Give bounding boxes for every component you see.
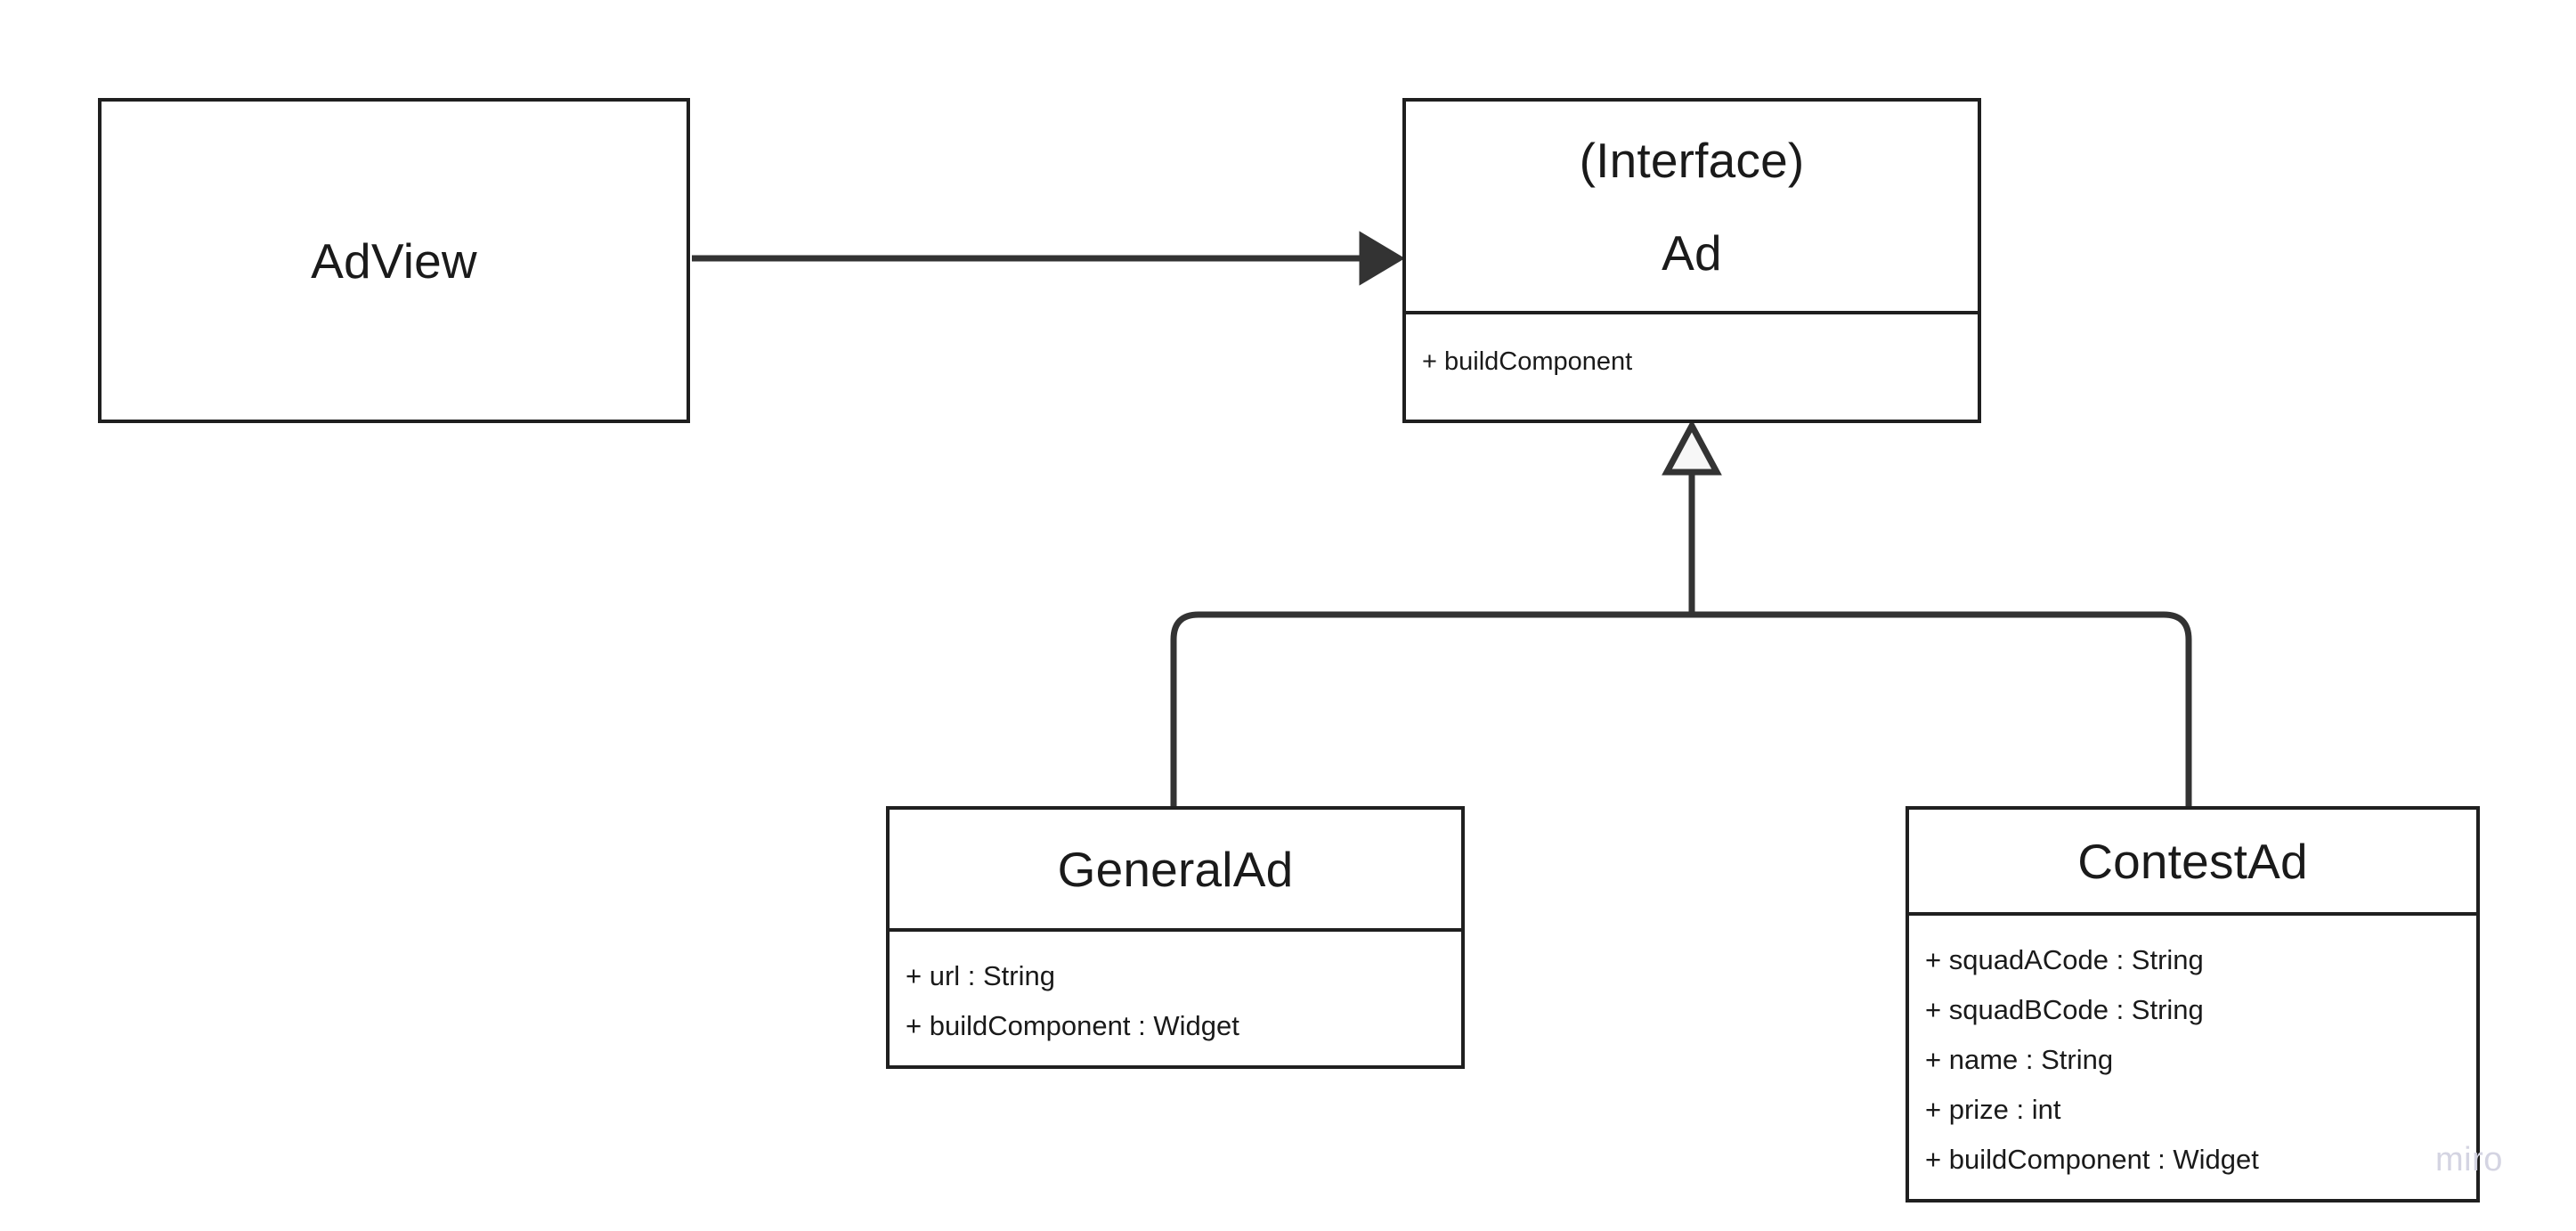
uml-class-contestad[interactable]: ContestAd + squadACode : String + squadB… — [1906, 806, 2480, 1202]
class-members-compartment: + squadACode : String + squadBCode : Str… — [1909, 912, 2476, 1199]
class-stereotype-label: (Interface) — [1579, 132, 1805, 188]
class-name-compartment: AdView — [102, 102, 687, 420]
class-member: + prize : int — [1925, 1094, 2061, 1125]
hollow-triangle-arrowhead — [1662, 419, 1722, 476]
class-member: + buildComponent : Widget — [1925, 1144, 2259, 1175]
uml-class-ad[interactable]: (Interface) Ad + buildComponent — [1402, 98, 1981, 423]
filled-triangle-arrowhead — [1359, 231, 1405, 286]
class-name-label: AdView — [311, 232, 477, 289]
class-member: + squadACode : String — [1925, 944, 2204, 975]
generalization-branch-bar — [1170, 611, 2192, 806]
class-member: + url : String — [906, 960, 1055, 991]
class-member: + squadBCode : String — [1925, 994, 2204, 1025]
class-name-label: GeneralAd — [1057, 841, 1294, 897]
class-member: + buildComponent — [1422, 347, 1633, 376]
class-name-compartment: (Interface) Ad — [1406, 102, 1978, 311]
uml-class-generalad[interactable]: GeneralAd + url : String + buildComponen… — [886, 806, 1465, 1069]
uml-class-adview[interactable]: AdView — [98, 98, 690, 423]
connector-generalization-tree[interactable] — [1170, 419, 2192, 806]
class-members-compartment: + url : String + buildComponent : Widget — [890, 928, 1461, 1065]
class-name-label: ContestAd — [2077, 833, 2308, 889]
class-member: + buildComponent : Widget — [906, 1010, 1239, 1041]
connector-adview-to-ad[interactable] — [692, 231, 1405, 286]
class-members-compartment: + buildComponent — [1406, 311, 1978, 420]
class-name-compartment: GeneralAd — [890, 810, 1461, 928]
class-name-compartment: ContestAd — [1909, 810, 2476, 912]
miro-watermark: miro — [2435, 1141, 2503, 1178]
class-name-label: Ad — [1662, 224, 1722, 281]
class-member: + name : String — [1925, 1044, 2114, 1075]
